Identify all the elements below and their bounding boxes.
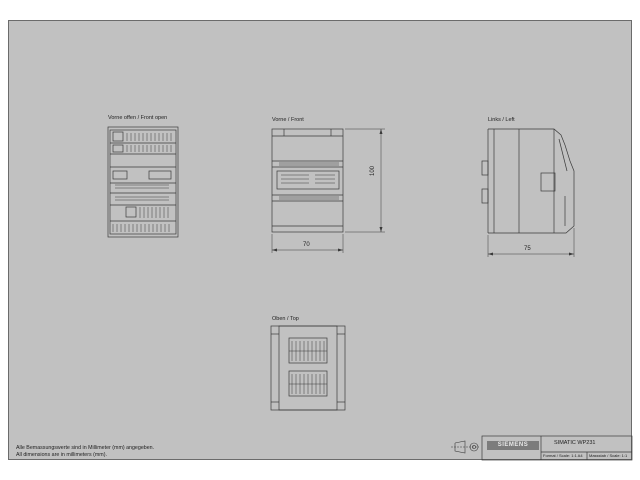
side-depth-dimension: 75 <box>524 246 531 252</box>
scale-field: Massstab / Scale: 1:1 <box>589 453 628 458</box>
left-dimension-lines <box>487 228 575 257</box>
title-block-frame <box>481 435 633 461</box>
front-view <box>271 128 344 233</box>
format-field: Format / Scale: 1:1 A4 <box>543 453 583 458</box>
projection-symbol <box>451 440 479 454</box>
units-note-german: Alle Bemassungswerte sind in Millimeter … <box>16 445 155 451</box>
top-view <box>270 325 346 411</box>
units-note-english: All dimensions are in millimeters (mm). <box>16 452 107 458</box>
product-title: SIMATIC WP231 <box>554 440 596 446</box>
front-open-view-label: Vorne offen / Front open <box>108 115 168 121</box>
front-open-view <box>107 126 179 238</box>
technical-drawing <box>107 126 633 461</box>
left-view <box>481 128 575 234</box>
drawing-sheet: Vorne offen / Front open Vorne / Front L… <box>8 20 633 461</box>
front-height-dimension: 100 <box>370 165 376 176</box>
left-view-label: Links / Left <box>488 117 515 123</box>
front-dimension-lines <box>271 128 385 253</box>
front-width-dimension: 70 <box>303 242 310 248</box>
front-view-label: Vorne / Front <box>272 117 304 123</box>
top-view-label: Oben / Top <box>272 316 299 322</box>
brand-logo: SIEMENS <box>487 441 539 450</box>
dimension-arrows <box>272 129 574 256</box>
